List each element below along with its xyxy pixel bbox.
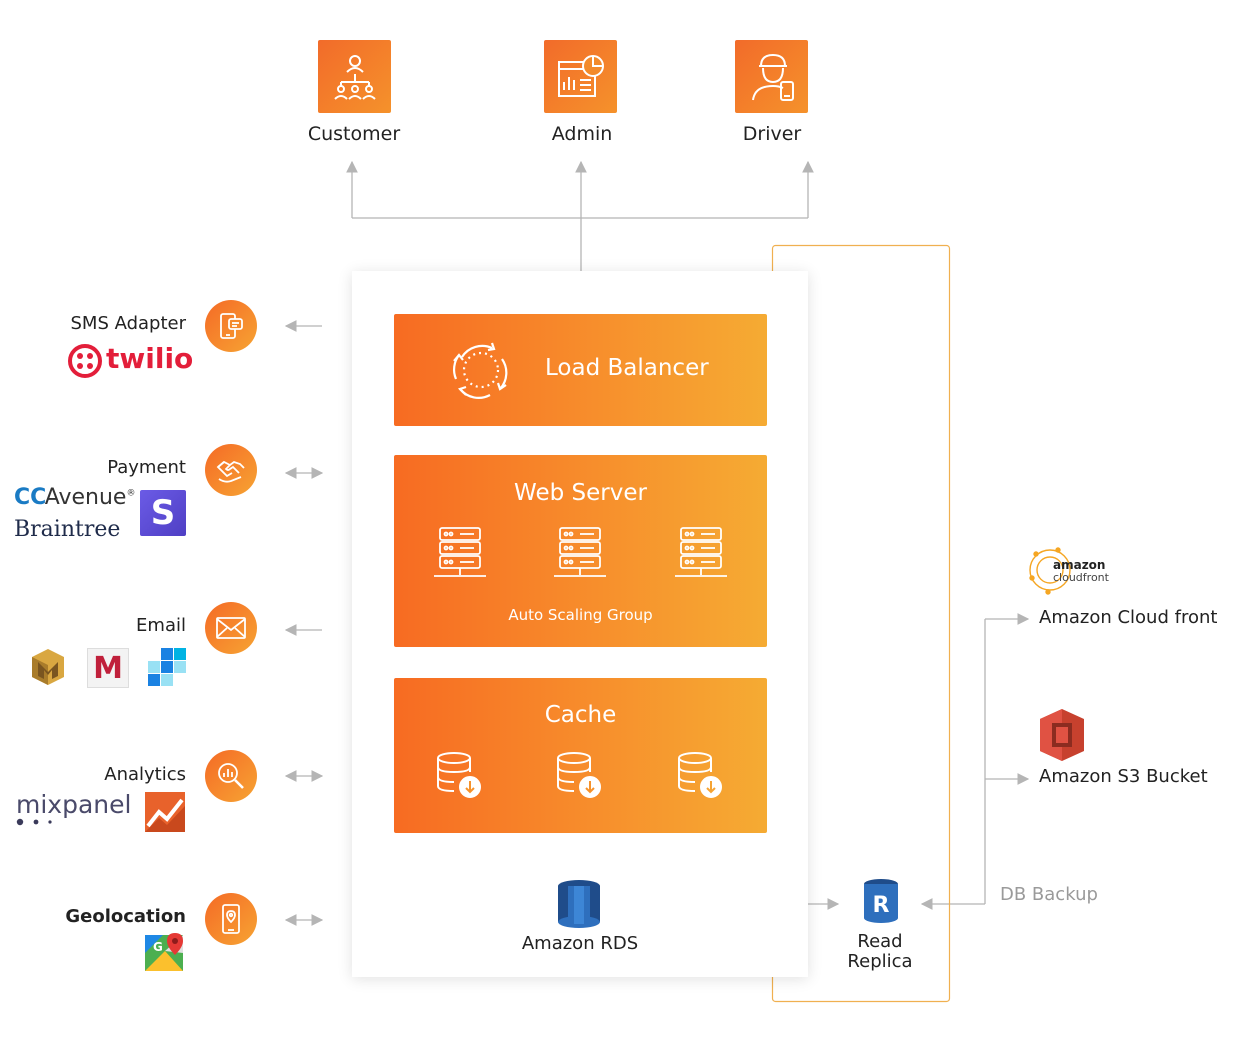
mixpanel-logo: mixpanel bbox=[16, 790, 132, 819]
analytics-node[interactable] bbox=[205, 750, 257, 802]
server-icon bbox=[434, 527, 486, 577]
actor-customer[interactable]: Customer bbox=[274, 40, 434, 145]
driver-phone-icon bbox=[751, 53, 794, 101]
read-replica-line2: Replica bbox=[847, 951, 913, 972]
email-node[interactable] bbox=[205, 602, 257, 654]
ccavenue-cc: CC bbox=[14, 485, 47, 510]
sms-adapter-node[interactable] bbox=[205, 300, 257, 352]
read-replica-label: Read Replica bbox=[820, 932, 940, 972]
actor-customer-box bbox=[318, 40, 391, 113]
magnifier-chart-icon bbox=[218, 763, 244, 789]
sms-adapter-label: SMS Adapter bbox=[70, 313, 186, 334]
payment-label: Payment bbox=[107, 457, 186, 478]
database-download-icon bbox=[437, 752, 481, 798]
amazon-ses-logo bbox=[32, 649, 64, 685]
actor-driver-label: Driver bbox=[742, 123, 802, 145]
database-download-icon bbox=[557, 752, 601, 798]
google-maps-logo: G bbox=[145, 933, 183, 971]
cloudfront-label: Amazon Cloud front bbox=[1039, 607, 1218, 628]
server-icon bbox=[554, 527, 606, 577]
google-maps-letter: G bbox=[153, 940, 163, 954]
server-icon bbox=[675, 527, 727, 577]
mixpanel-dots-icon bbox=[16, 818, 52, 826]
cloudfront-logo-top: amazon bbox=[1053, 558, 1106, 572]
analytics-label: Analytics bbox=[104, 764, 186, 785]
email-label: Email bbox=[136, 615, 186, 636]
load-balancer-title: Load Balancer bbox=[545, 355, 709, 381]
customer-network-icon bbox=[333, 54, 376, 100]
actor-admin-box bbox=[544, 40, 617, 113]
cache-block[interactable]: Cache bbox=[394, 678, 767, 833]
cloudfront-logo: amazon cloudfront bbox=[1028, 544, 1118, 596]
payment-node[interactable] bbox=[205, 444, 257, 496]
braintree-logo: Braintree bbox=[14, 517, 121, 542]
svg-text:R: R bbox=[873, 893, 890, 918]
actor-admin[interactable]: Admin bbox=[502, 40, 662, 145]
web-server-title: Web Server bbox=[514, 480, 647, 506]
admin-dashboard-icon bbox=[557, 54, 604, 97]
amazon-rds-label: Amazon RDS bbox=[521, 933, 639, 954]
analytics-icon bbox=[145, 792, 185, 832]
mailgun-logo: M bbox=[87, 648, 129, 688]
cloudfront-dots-icon bbox=[1029, 547, 1071, 595]
cache-title: Cache bbox=[544, 702, 617, 728]
envelope-icon bbox=[216, 617, 246, 639]
actor-customer-label: Customer bbox=[307, 123, 401, 145]
amazon-rds-icon[interactable] bbox=[556, 880, 602, 928]
s3-bucket-icon[interactable] bbox=[1038, 707, 1086, 763]
stripe-logo: S bbox=[140, 490, 186, 536]
actor-admin-label: Admin bbox=[551, 123, 613, 145]
sms-phone-icon bbox=[220, 313, 243, 339]
stripe-letter: S bbox=[150, 493, 176, 533]
geolocation-label: Geolocation bbox=[65, 906, 186, 927]
map-phone-icon bbox=[222, 904, 240, 934]
cloudfront-logo-bottom: cloudfront bbox=[1053, 571, 1109, 584]
mailgun-letter: M bbox=[93, 650, 123, 686]
twilio-mark-icon bbox=[68, 344, 102, 378]
sendgrid-logo bbox=[148, 648, 186, 686]
read-replica-icon[interactable]: R bbox=[862, 878, 900, 924]
db-backup-label: DB Backup bbox=[1000, 884, 1098, 905]
actor-driver[interactable]: Driver bbox=[692, 40, 852, 145]
auto-scaling-label: Auto Scaling Group bbox=[508, 606, 653, 624]
handshake-icon bbox=[216, 460, 245, 483]
s3-bucket-label: Amazon S3 Bucket bbox=[1039, 766, 1208, 787]
read-replica-line1: Read bbox=[857, 931, 903, 952]
twilio-wordmark: twilio bbox=[106, 342, 194, 375]
geolocation-node[interactable] bbox=[205, 893, 257, 945]
refresh-cycle-icon bbox=[452, 342, 508, 399]
actor-driver-box bbox=[735, 40, 808, 113]
load-balancer-block[interactable]: Load Balancer bbox=[394, 314, 767, 426]
web-server-block[interactable]: Web Server Auto Scaling Group bbox=[394, 455, 767, 647]
database-download-icon bbox=[678, 752, 722, 798]
twilio-logo: twilio bbox=[68, 342, 193, 379]
